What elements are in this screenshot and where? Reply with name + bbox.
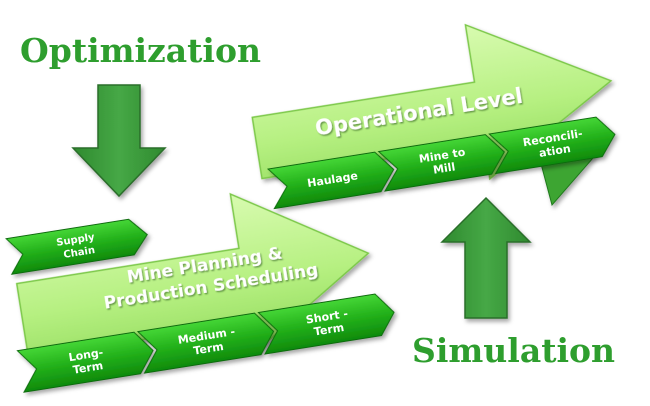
planning-chevron-2: Medium -Term xyxy=(136,312,275,374)
optimization-down-arrow xyxy=(71,84,167,198)
planning-chevron-shape-1 xyxy=(16,331,154,393)
planning-chevron-2-line-2: Term xyxy=(192,340,224,358)
simulation-label: Simulation xyxy=(412,331,615,370)
operational-chevron-3-line-2: ation xyxy=(538,142,571,160)
planning-chevron-label-1: Long-Term xyxy=(68,346,106,377)
supply-chain-line-2: Chain xyxy=(63,245,96,261)
supply-chain-chevron: Supply Chain xyxy=(5,218,148,275)
planning-chevron-shape-2 xyxy=(136,312,275,374)
planning-chevron-1: Long-Term xyxy=(16,331,154,393)
operational-chevron-2-line-2: Mill xyxy=(432,160,456,176)
planning-chevron-shape-3 xyxy=(257,293,395,355)
planning-chevron-3: Short -Term xyxy=(257,293,395,355)
operational-chevron-shape-2 xyxy=(377,134,505,192)
planning-chevron-3-line-2: Term xyxy=(313,321,345,339)
operational-chevron-1: Haulage xyxy=(266,151,395,210)
planning-chevron-1-line-1: Long- xyxy=(68,346,104,364)
operational-chevron-shape-3 xyxy=(488,116,616,175)
planning-chevron-1-line-2: Term xyxy=(72,359,104,377)
operational-chevron-3: Reconcili-ation xyxy=(488,116,616,175)
simulation-up-arrow xyxy=(440,196,532,319)
operational-chevron-2: Mine toMill xyxy=(377,134,505,192)
planning-chevron-label-3: Short -Term xyxy=(305,307,351,339)
optimization-label: Optimization xyxy=(20,31,261,70)
operational-chevron-shape-1 xyxy=(266,151,395,210)
